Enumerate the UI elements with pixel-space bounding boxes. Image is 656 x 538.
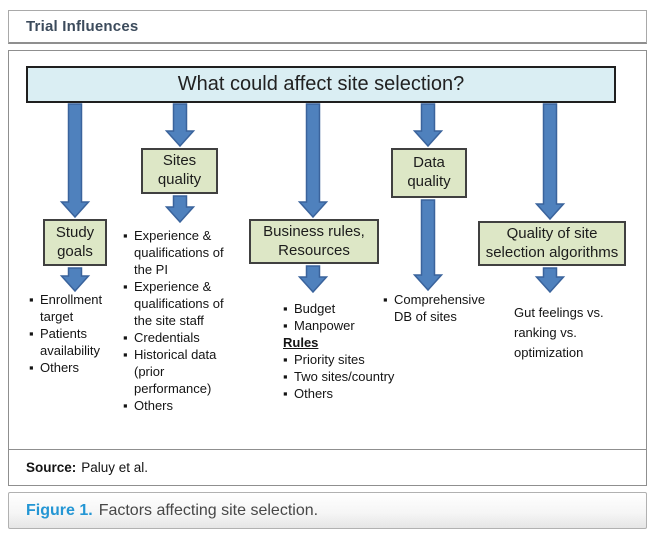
down-arrow-icon <box>59 103 91 219</box>
list-item: ▪Comprehensive DB of sites <box>383 292 486 324</box>
down-arrow-icon <box>534 267 566 294</box>
list-item: ▪Experience & qualifications of the site… <box>123 279 224 328</box>
list-item: ▪Priority sites <box>283 352 365 367</box>
list-item: ▪Manpower <box>283 318 355 333</box>
bullet-icon: ▪ <box>123 228 128 243</box>
list-item: ▪Others <box>29 360 80 375</box>
down-arrow-icon <box>412 103 444 148</box>
down-arrow-icon <box>164 195 196 224</box>
bullet-icon: ▪ <box>123 347 128 362</box>
panel-title: Trial Influences <box>26 18 139 35</box>
list-item: ▪Patients availability <box>29 326 100 358</box>
source-text: Paluy et al. <box>81 460 149 475</box>
source-label: Source: <box>26 460 77 475</box>
down-arrow-icon <box>59 267 91 293</box>
figure-caption-text: Factors affecting site selection. <box>98 501 319 519</box>
factor-list-study-goals: ▪Enrollment target▪Patients availability… <box>29 291 123 376</box>
bullet-icon: ▪ <box>29 326 34 341</box>
list-item: ▪Historical data (prior performance) <box>123 347 217 396</box>
bullet-icon: ▪ <box>283 386 288 401</box>
down-arrow-icon <box>297 265 329 294</box>
list-item: ▪Experience & qualifications of the PI <box>123 228 224 277</box>
factor-list-data-quality: ▪Comprehensive DB of sites <box>383 291 495 325</box>
bullet-icon: ▪ <box>283 318 288 333</box>
bullet-icon: ▪ <box>29 292 34 307</box>
figure-label: Figure 1. <box>26 501 93 519</box>
bullet-icon: ▪ <box>29 360 34 375</box>
figure-caption: Figure 1. Factors affecting site selecti… <box>8 492 647 529</box>
list-item: ▪Others <box>283 386 334 401</box>
list-item: ▪Budget <box>283 301 336 316</box>
list-item: Gut feelings vs. ranking vs. optimizatio… <box>514 305 604 360</box>
list-item: ▪Two sites/country <box>283 369 395 384</box>
diagram-area: What could affect site selection? Study … <box>8 50 647 486</box>
source-row: Source: Paluy et al. <box>9 449 646 485</box>
question-box: What could affect site selection? <box>26 66 616 103</box>
bullet-icon: ▪ <box>283 301 288 316</box>
bullet-icon: ▪ <box>123 398 128 413</box>
list-item: ▪Credentials <box>123 330 200 345</box>
down-arrow-icon <box>412 199 444 292</box>
factor-box-study-goals: Study goals <box>43 219 107 266</box>
factor-box-business-rules: Business rules, Resources <box>249 219 379 264</box>
bullet-icon: ▪ <box>123 279 128 294</box>
bullet-icon: ▪ <box>123 330 128 345</box>
down-arrow-icon <box>164 103 196 148</box>
bullet-icon: ▪ <box>283 369 288 384</box>
down-arrow-icon <box>297 103 329 219</box>
bullet-icon: ▪ <box>283 352 288 367</box>
factor-box-algorithms: Quality of site selection algorithms <box>478 221 626 266</box>
factor-list-sites-quality: ▪Experience & qualifications of the PI▪E… <box>123 227 241 414</box>
panel-header: Trial Influences <box>8 10 647 44</box>
factor-list-algorithms: Gut feelings vs. ranking vs. optimizatio… <box>514 303 620 363</box>
list-item: ▪Others <box>123 398 174 413</box>
list-item: ▪Enrollment target <box>29 292 103 324</box>
factor-box-sites-quality: Sites quality <box>141 148 218 194</box>
flow-arrows <box>59 103 566 294</box>
bullet-icon: ▪ <box>383 292 388 307</box>
factor-box-data-quality: Data quality <box>391 148 467 198</box>
list-heading: Rules <box>283 335 319 350</box>
down-arrow-icon <box>534 103 566 221</box>
